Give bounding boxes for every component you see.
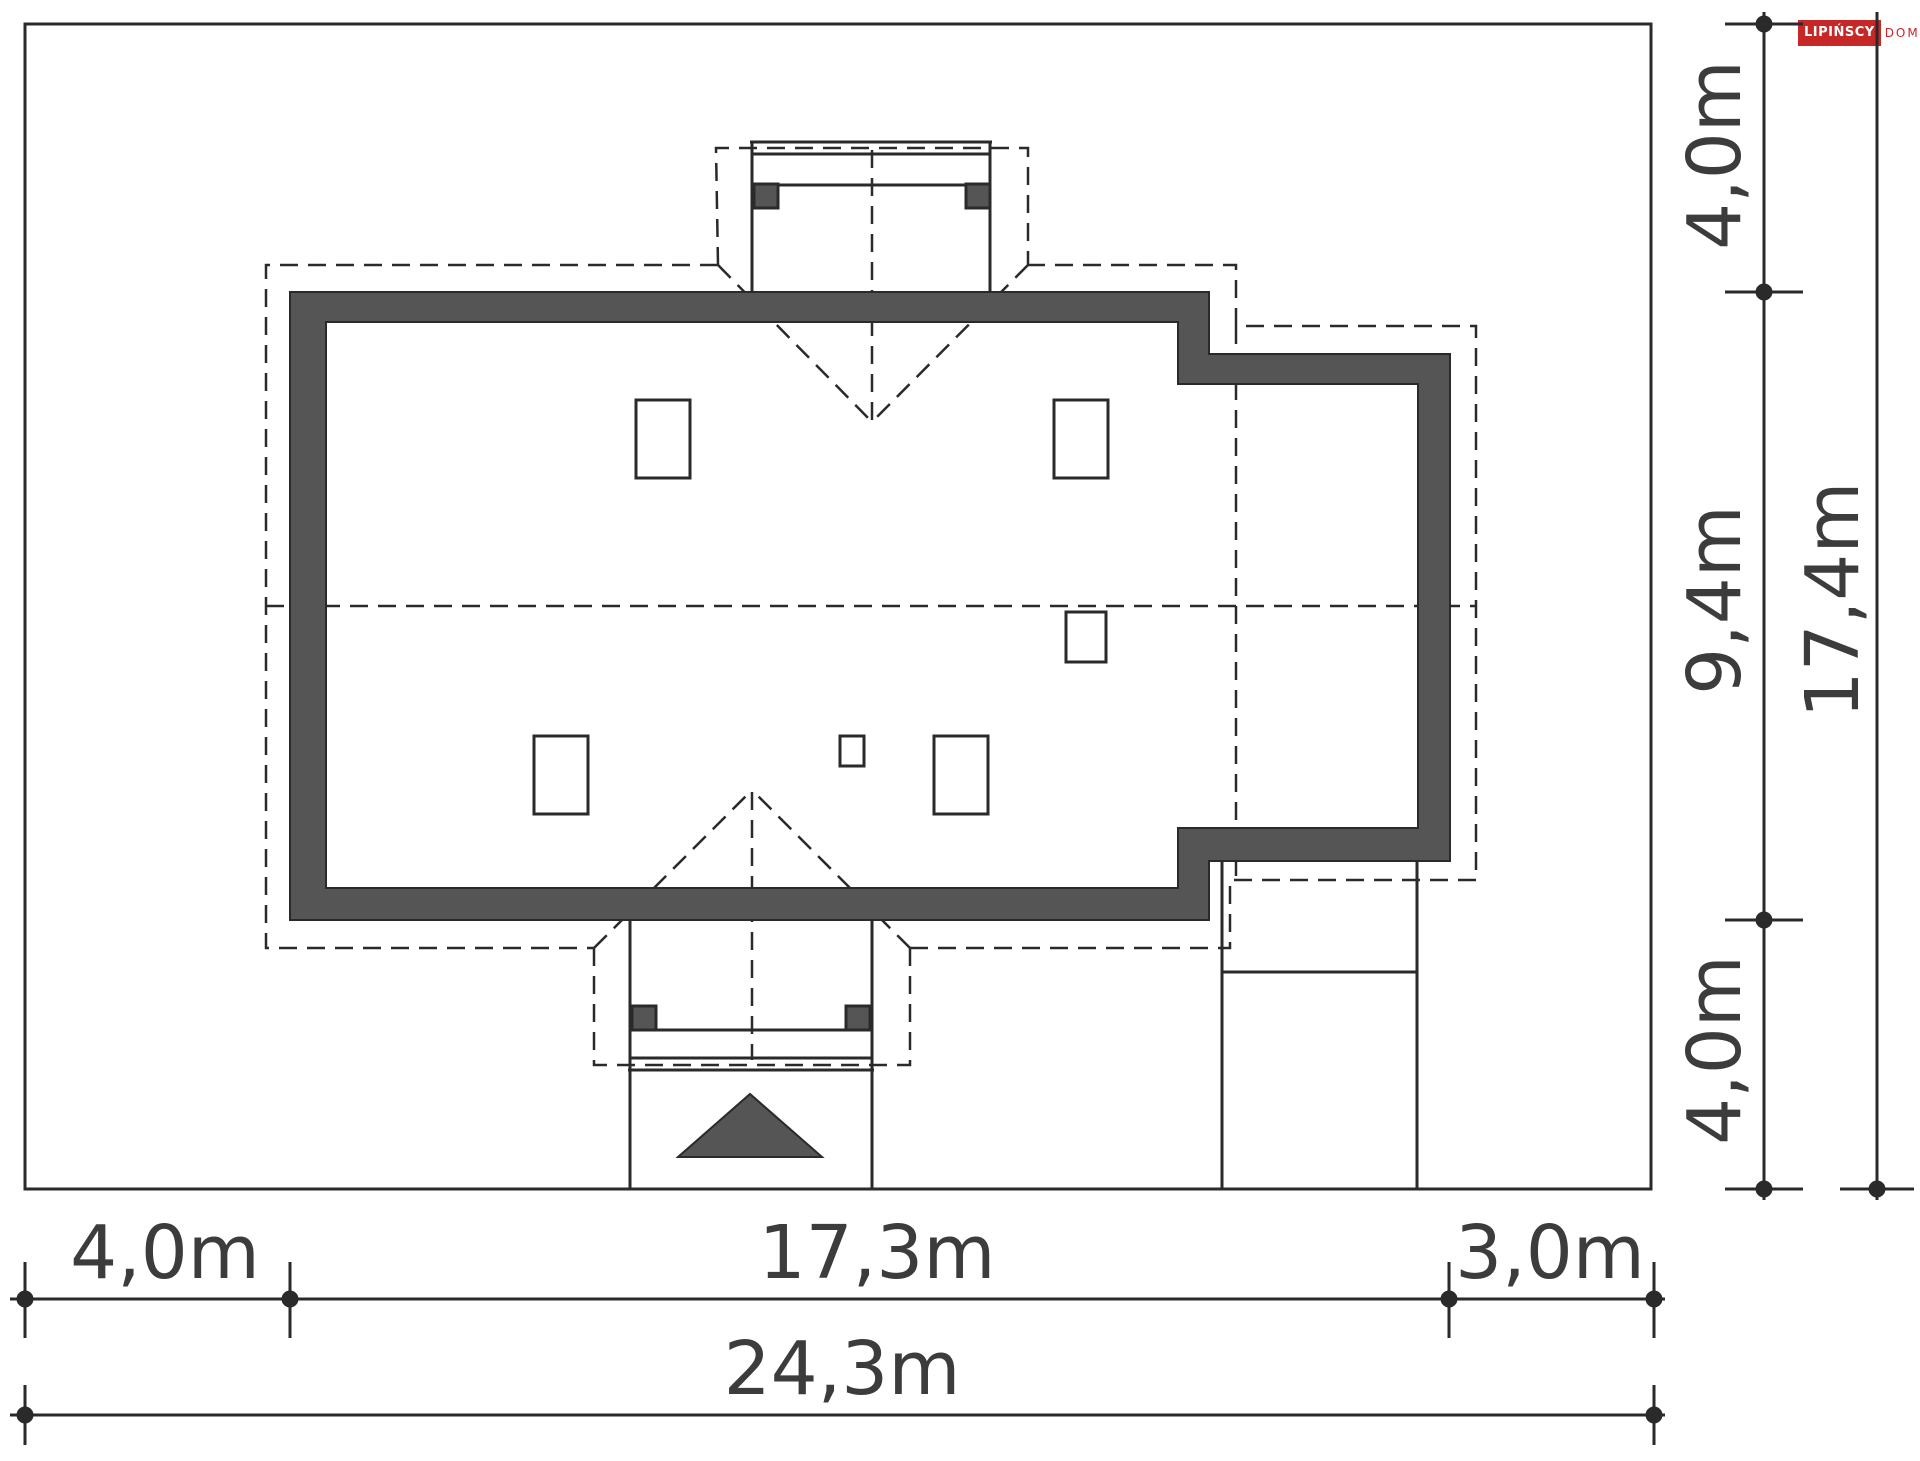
vertical-dimension-lines [1725,12,1914,1200]
dim-total-depth: 17,4m [1790,482,1876,719]
house-walls [289,291,1451,921]
plot-boundary [23,22,1653,1191]
driveway-right [1220,860,1419,1189]
roof-windows [532,398,1110,816]
dim-bottom-setback: 4,0m [1672,955,1758,1145]
porch-bottom [628,920,874,1072]
dim-top-setback: 4,0m [1672,60,1758,250]
chimney [838,734,866,768]
dim-house-width: 17,3m [759,1210,996,1296]
dim-left-setback: 4,0m [70,1210,260,1296]
company-logo: LIPIŃSCY DOMY [1798,20,1920,46]
roof-window [932,734,990,816]
dim-house-depth: 9,4m [1672,505,1758,695]
entrance-arrow [675,1092,825,1158]
dim-right-setback: 3,0m [1455,1210,1645,1296]
porch-top [750,140,992,292]
logo-sub: DOMY [1884,26,1920,40]
roof-window [1064,610,1108,664]
roof-outline [264,146,1478,1067]
logo-brand: LIPIŃSCY [1798,20,1881,46]
roof-window [532,734,590,816]
roof-window [634,398,692,480]
dim-total-width: 24,3m [724,1326,961,1412]
horizontal-dimension-lines [10,1262,1665,1445]
roof-window [1052,398,1110,480]
